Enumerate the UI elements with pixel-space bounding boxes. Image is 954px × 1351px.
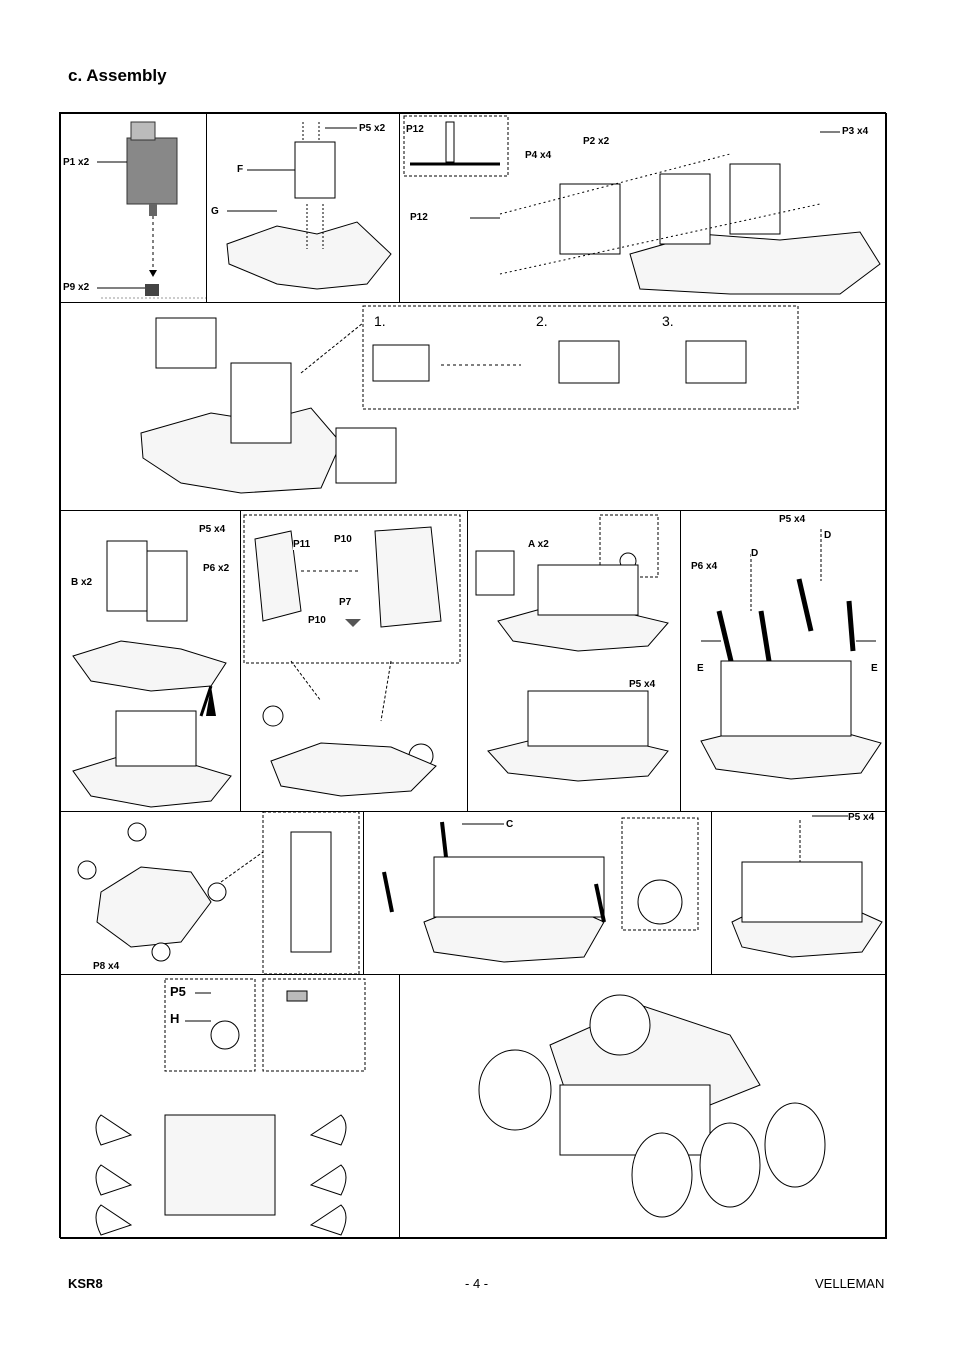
panel-side-a: A x2 P5 x4 bbox=[467, 510, 681, 812]
label-e-right: E bbox=[871, 663, 878, 674]
panel-crank-c: C bbox=[363, 811, 712, 975]
label-f: F bbox=[237, 164, 244, 175]
label-p10-bottom: P10 bbox=[308, 615, 326, 626]
label-p2: P2 x2 bbox=[583, 136, 610, 147]
panel-base-f-g: P5 x2 F G bbox=[206, 113, 400, 303]
label-p10-top: P10 bbox=[334, 534, 352, 545]
side-a-illustration bbox=[475, 514, 669, 782]
base-plate-illustration bbox=[226, 122, 392, 290]
panel-gear-shafts: P11 P10 P7 P10 bbox=[240, 510, 468, 812]
label-c: C bbox=[506, 819, 514, 830]
top-screws-illustration bbox=[731, 815, 883, 958]
label-p5: P5 x4 bbox=[629, 679, 656, 690]
step-2: 2. bbox=[536, 313, 548, 329]
panel-side-plates-b: P5 x4 P6 x2 B x2 bbox=[60, 510, 241, 812]
panel-legs-d-e: P5 x4 D D P6 x4 E E bbox=[680, 510, 887, 812]
label-g: G bbox=[211, 206, 219, 217]
label-p1: P1 x2 bbox=[63, 157, 90, 168]
label-p8: P8 x4 bbox=[93, 961, 120, 972]
label-d-right: D bbox=[824, 530, 832, 541]
side-plates-illustration bbox=[72, 540, 232, 808]
label-p7: P7 bbox=[339, 597, 352, 608]
label-p5: P5 x2 bbox=[359, 123, 386, 134]
crank-illustration bbox=[382, 817, 699, 963]
finished-robot-illustration bbox=[478, 994, 826, 1218]
motor-illustration bbox=[97, 121, 206, 299]
footer-model: KSR8 bbox=[68, 1276, 103, 1291]
suction-cups-illustration bbox=[95, 978, 366, 1236]
label-h: H bbox=[170, 1011, 180, 1026]
label-a: A x2 bbox=[528, 539, 549, 550]
label-p3: P3 x4 bbox=[842, 126, 869, 137]
panel-motor-p1: P1 x2 P9 x2 bbox=[60, 113, 207, 303]
motor-insertion-illustration bbox=[140, 305, 799, 494]
label-p9: P9 x2 bbox=[63, 282, 90, 293]
label-e-left: E bbox=[697, 663, 704, 674]
section-heading: c. Assembly bbox=[68, 66, 167, 85]
panel-motor-insertion: 1. 2. 3. bbox=[60, 302, 887, 511]
assembly-frame: P1 x2 P9 x2 P5 x2 F G bbox=[59, 112, 887, 1239]
label-p12-top: P12 bbox=[406, 124, 424, 135]
panel-wheels-p8: P8 x4 bbox=[60, 811, 364, 975]
label-p6: P6 x4 bbox=[691, 561, 718, 572]
step-1: 1. bbox=[374, 313, 386, 329]
label-p5: P5 x4 bbox=[779, 514, 806, 525]
label-p5: P5 x4 bbox=[848, 812, 875, 823]
gear-shafts-illustration bbox=[243, 514, 461, 797]
panel-frame-p2-p3: P12 P12 P4 x4 P2 x2 P3 x4 bbox=[399, 113, 887, 303]
frame-assembly-illustration bbox=[403, 115, 881, 295]
label-d-left: D bbox=[751, 548, 759, 559]
label-p5: P5 bbox=[170, 984, 186, 999]
legs-illustration bbox=[700, 529, 882, 780]
wheels-illustration bbox=[77, 812, 360, 974]
step-3: 3. bbox=[662, 313, 674, 329]
footer-brand: VELLEMAN bbox=[815, 1276, 885, 1291]
panel-finished-robot bbox=[399, 974, 887, 1239]
label-p11: P11 bbox=[293, 539, 311, 550]
panel-top-screws: P5 x4 bbox=[711, 811, 887, 975]
footer-page-number: - 4 - bbox=[465, 1276, 489, 1291]
label-p5: P5 x4 bbox=[199, 524, 226, 535]
label-p6: P6 x2 bbox=[203, 563, 230, 574]
label-p4: P4 x4 bbox=[525, 150, 552, 161]
label-b: B x2 bbox=[71, 577, 93, 588]
panel-suction-cups-p5-h: P5 H bbox=[60, 974, 400, 1239]
label-p12-side: P12 bbox=[410, 212, 428, 223]
